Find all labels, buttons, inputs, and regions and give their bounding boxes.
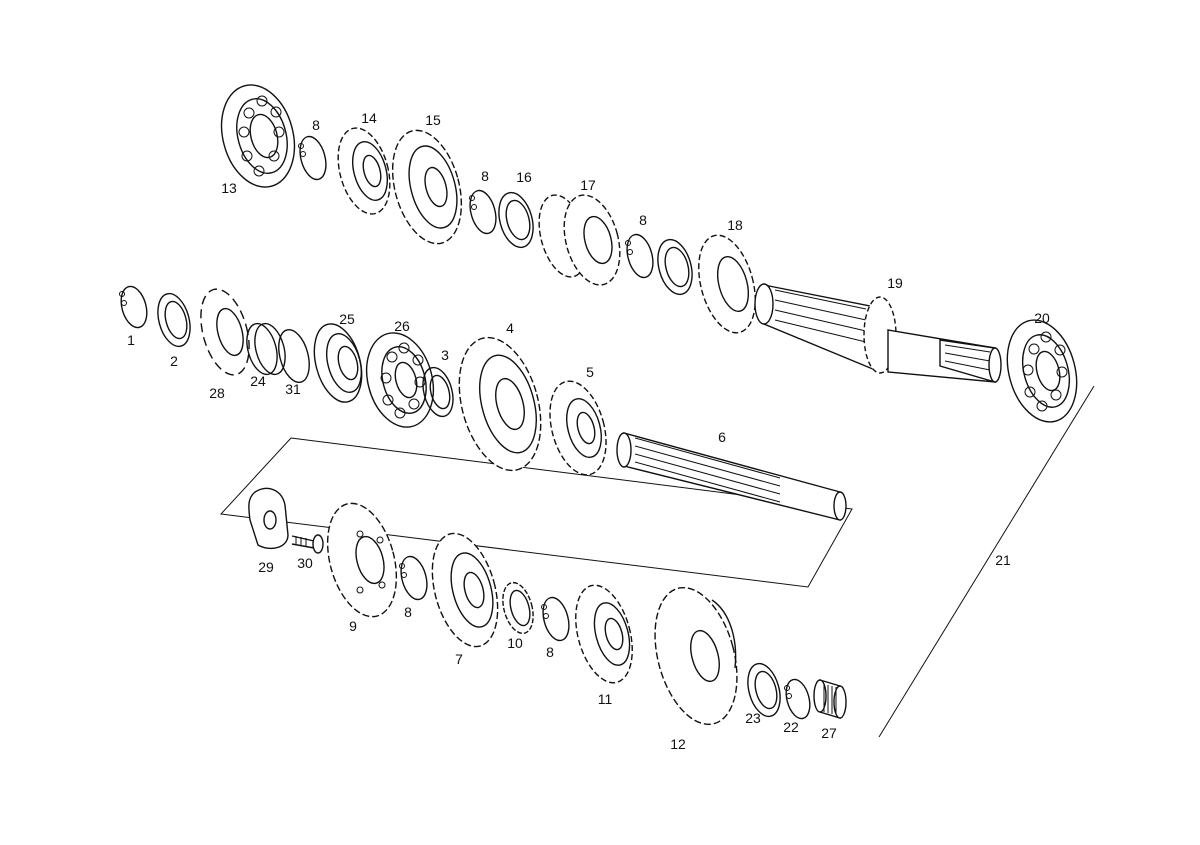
part-11-gear xyxy=(575,584,633,684)
label-12: 12 xyxy=(670,736,686,752)
label-25: 25 xyxy=(339,311,355,327)
part-2-washer xyxy=(157,292,191,348)
part-18-gear xyxy=(698,234,756,334)
part-4-gear xyxy=(458,336,542,472)
label-28: 28 xyxy=(209,385,225,401)
part-12-gear xyxy=(654,586,738,726)
part-8-circlip xyxy=(298,135,327,181)
part-25-seal xyxy=(313,323,363,403)
part-1-circlip xyxy=(119,285,148,329)
label-4: 4 xyxy=(506,320,514,336)
part-5-gear xyxy=(549,380,607,476)
part-13-bearing xyxy=(220,84,296,188)
part-14-gear xyxy=(337,127,391,215)
part-10-washer xyxy=(502,581,534,635)
part-20-bearing xyxy=(1006,319,1078,423)
label-18: 18 xyxy=(727,217,743,233)
label-8: 8 xyxy=(312,117,320,133)
label-26: 26 xyxy=(394,318,410,334)
part-8-circlip xyxy=(625,233,654,279)
label-27: 27 xyxy=(821,725,837,741)
part-6-shaft xyxy=(616,432,847,521)
label-5: 5 xyxy=(586,364,594,380)
label-17: 17 xyxy=(580,177,596,193)
label-16: 16 xyxy=(516,169,532,185)
part-27-needle-bearing xyxy=(813,679,847,719)
label-2: 2 xyxy=(170,353,178,369)
part-15-gear xyxy=(391,129,463,245)
label-15: 15 xyxy=(425,112,441,128)
label-31: 31 xyxy=(285,381,301,397)
part-3-washer xyxy=(422,366,454,418)
label-8: 8 xyxy=(546,644,554,660)
label-19: 19 xyxy=(887,275,903,291)
part-24-spacer xyxy=(246,322,286,376)
part-labels: 13 8 14 15 8 16 17 8 18 19 20 1 2 28 24 … xyxy=(127,110,1050,752)
label-7: 7 xyxy=(455,651,463,667)
label-22: 22 xyxy=(783,719,799,735)
part-16-washer xyxy=(498,191,534,249)
part-30-screw xyxy=(291,534,324,554)
group-bracket-21 xyxy=(878,385,1095,738)
part-8-circlip xyxy=(469,189,497,235)
label-6: 6 xyxy=(718,429,726,445)
label-11: 11 xyxy=(598,691,613,707)
part-17-gear xyxy=(538,194,621,286)
part-28-sprocket xyxy=(200,288,250,376)
label-29: 29 xyxy=(258,559,274,575)
label-20: 20 xyxy=(1034,310,1050,326)
label-10: 10 xyxy=(507,635,523,651)
part-29-cam xyxy=(248,487,289,550)
label-9: 9 xyxy=(349,618,357,634)
label-21: 21 xyxy=(995,552,1011,568)
label-14: 14 xyxy=(361,110,377,126)
group-outline-lower xyxy=(219,437,853,588)
label-24: 24 xyxy=(250,373,266,389)
label-8: 8 xyxy=(404,604,412,620)
label-30: 30 xyxy=(297,555,313,571)
part-washer xyxy=(657,238,693,296)
part-8-circlip xyxy=(541,596,570,642)
label-3: 3 xyxy=(441,347,449,363)
label-8: 8 xyxy=(639,212,647,228)
label-8: 8 xyxy=(481,168,489,184)
part-19-shaft xyxy=(754,283,1002,383)
part-22-circlip xyxy=(784,678,811,720)
part-23-washer xyxy=(747,662,781,718)
label-1: 1 xyxy=(127,332,135,348)
part-9-gear xyxy=(326,502,398,618)
part-26-bearing xyxy=(365,332,435,428)
part-8-circlip xyxy=(399,555,428,601)
label-13: 13 xyxy=(221,180,237,196)
part-7-gear xyxy=(431,532,499,648)
label-23: 23 xyxy=(745,710,761,726)
part-31-o-ring xyxy=(278,328,310,384)
